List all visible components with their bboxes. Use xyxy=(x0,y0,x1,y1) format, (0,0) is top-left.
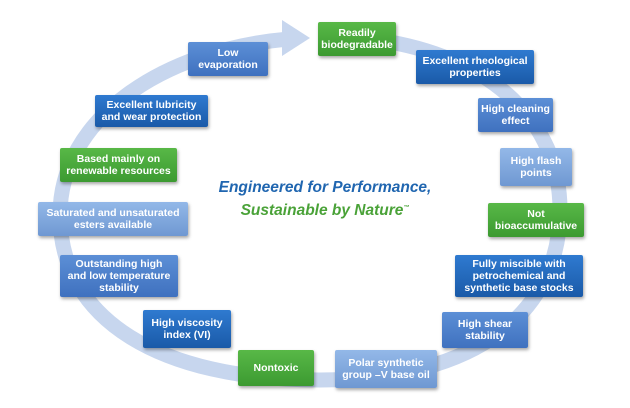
property-saturated-unsaturated-esters: Saturated and unsaturated esters availab… xyxy=(38,202,188,236)
property-polar-synthetic-group-v: Polar synthetic group –V base oil xyxy=(335,350,437,388)
property-renewable-resources: Based mainly on renewable resources xyxy=(60,148,177,182)
trademark-mark: ™ xyxy=(403,205,410,211)
cycle-arrowhead xyxy=(282,20,310,56)
headline-performance: Engineered for Performance, xyxy=(218,179,432,196)
headline-sustainable-text: Sustainable by Nature xyxy=(240,202,404,220)
property-low-evaporation: Low evaporation xyxy=(188,42,268,76)
property-nontoxic: Nontoxic xyxy=(238,350,314,386)
center-headline: Engineered for Performance, Sustainable … xyxy=(180,178,470,221)
property-fully-miscible: Fully miscible with petrochemical and sy… xyxy=(455,255,583,297)
property-excellent-lubricity: Excellent lubricity and wear protection xyxy=(95,95,208,127)
property-high-viscosity-index: High viscosity index (VI) xyxy=(143,310,231,348)
property-readily-biodegradable: Readily biodegradable xyxy=(318,22,396,56)
property-excellent-rheological-properties: Excellent rheological properties xyxy=(416,50,534,84)
property-high-cleaning-effect: High cleaning effect xyxy=(478,98,553,132)
property-not-bioaccumulative: Not bioaccumulative xyxy=(488,203,584,237)
property-outstanding-temperature-stability: Outstanding high and low temperature sta… xyxy=(60,255,178,297)
property-high-flash-points: High flash points xyxy=(500,148,572,186)
headline-sustainable: Sustainable by Nature™ xyxy=(180,198,470,221)
property-high-shear-stability: High shear stability xyxy=(442,312,528,348)
